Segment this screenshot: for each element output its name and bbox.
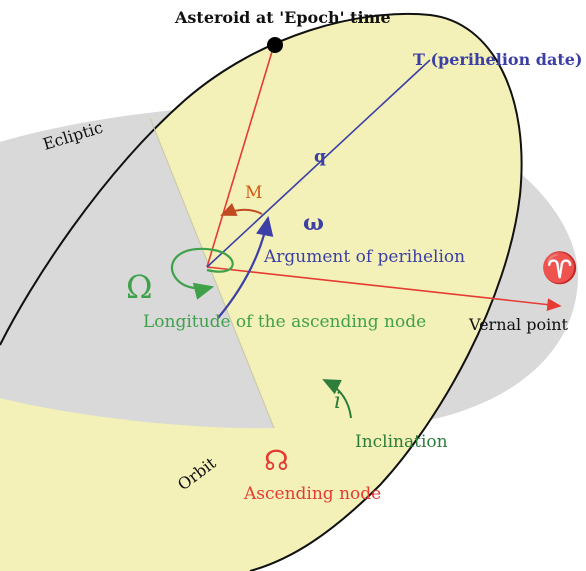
perihelion-date-label: T (perihelion date) — [413, 50, 582, 69]
mean-anomaly-arc — [220, 203, 263, 216]
longitude-ascending-node-label: Longitude of the ascending node — [143, 312, 426, 332]
inclination-arc — [322, 379, 352, 419]
ascending-node-icon: ☊ — [264, 444, 289, 477]
ecliptic-front-portion — [0, 118, 274, 429]
asteroid-dot — [267, 37, 283, 53]
inclination-symbol: i — [334, 389, 341, 414]
orbit-plane — [0, 13, 522, 571]
asteroid-radius-line — [206, 44, 275, 268]
vernal-point-arrow — [206, 266, 562, 311]
inclination-label: Inclination — [355, 432, 448, 452]
argument-of-perihelion-arc — [217, 215, 274, 319]
mean-anomaly-label: M — [245, 183, 262, 203]
asteroid-label: Asteroid at 'Epoch' time — [174, 8, 391, 27]
vernal-point-label: Vernal point — [468, 315, 569, 334]
perihelion-line — [206, 59, 431, 268]
omega-capital-symbol: Ω — [126, 268, 153, 306]
line-of-nodes — [149, 117, 275, 429]
argument-of-perihelion-label: Argument of perihelion — [263, 247, 465, 267]
omega-small-symbol: ω — [303, 210, 324, 236]
longitude-node-loop — [170, 247, 234, 300]
q-label: q — [314, 147, 326, 167]
ascending-node-label: Ascending node — [243, 484, 381, 504]
aries-icon: ♈ — [541, 250, 578, 286]
orbit-ellipse — [0, 12, 523, 571]
